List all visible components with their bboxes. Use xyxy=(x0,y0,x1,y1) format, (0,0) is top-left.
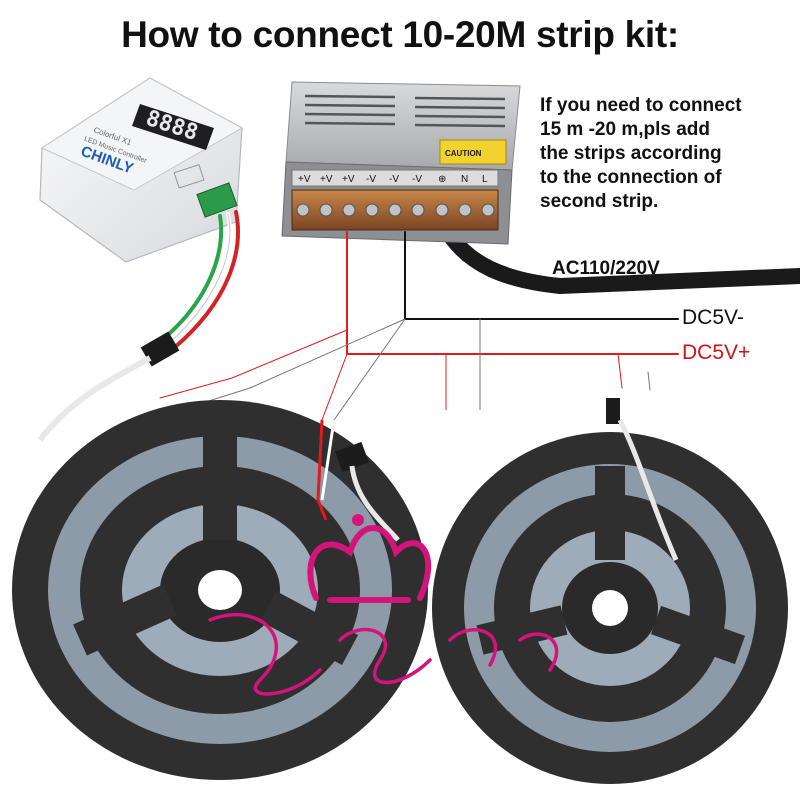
terminal-screws xyxy=(296,203,495,217)
caution-sticker xyxy=(439,139,507,165)
terminal-label: -V xyxy=(389,174,399,185)
note-line: 15 m -20 m,pls add xyxy=(540,119,711,140)
controller-wires xyxy=(160,210,240,350)
dc-positive-label: DC5V+ xyxy=(682,341,751,364)
strip-connectors xyxy=(316,398,679,561)
terminal-label: ⊕ xyxy=(438,174,446,185)
note-line: second strip. xyxy=(540,191,659,212)
watermark-script xyxy=(208,613,559,696)
terminal-label: -V xyxy=(366,174,376,185)
pos-branch xyxy=(617,353,623,389)
neg-branch xyxy=(647,371,651,391)
led-strip-reel-2 xyxy=(432,432,788,784)
terminal-label: +V xyxy=(298,174,311,185)
led-display xyxy=(132,104,214,150)
psu-vents xyxy=(304,94,506,128)
pos-branch xyxy=(321,353,348,421)
power-supply: CAUTION +V +V +V -V -V -V ⊕ N L xyxy=(281,81,521,245)
terminal-label: -V xyxy=(412,174,422,185)
page-title: How to connect 10-20M strip kit: xyxy=(121,14,679,55)
dc-wiring xyxy=(159,231,679,421)
ac-power-cable xyxy=(444,230,800,295)
terminal-labels: +V +V +V -V -V -V ⊕ N L xyxy=(298,174,488,185)
green-terminal xyxy=(196,182,238,218)
positive-bus xyxy=(346,231,679,355)
caution-text: CAUTION xyxy=(445,149,482,158)
terminal-label: +V xyxy=(320,174,333,185)
controller-buttons xyxy=(173,164,205,189)
terminal-label: +V xyxy=(342,174,355,185)
terminal-label: L xyxy=(482,174,488,185)
ac-input-label: AC110/220V xyxy=(552,258,660,279)
music-controller: 8888 Colorful X1 LED Music Controller CH… xyxy=(39,77,244,263)
extension-note: If you need to connect 15 m -20 m,pls ad… xyxy=(540,94,798,214)
note-line: to the connection of xyxy=(540,167,722,188)
note-line: If you need to connect xyxy=(540,95,742,116)
note-line: the strips according xyxy=(540,143,722,164)
terminal-label: N xyxy=(461,174,468,185)
strip1-lead xyxy=(37,355,152,442)
neg-branch xyxy=(333,318,406,421)
jst-connector xyxy=(140,331,180,367)
dc-negative-label: DC5V- xyxy=(682,306,744,329)
pos-branch xyxy=(159,329,348,399)
watermark-crown-icon xyxy=(307,514,432,603)
neg-branch xyxy=(179,318,406,411)
